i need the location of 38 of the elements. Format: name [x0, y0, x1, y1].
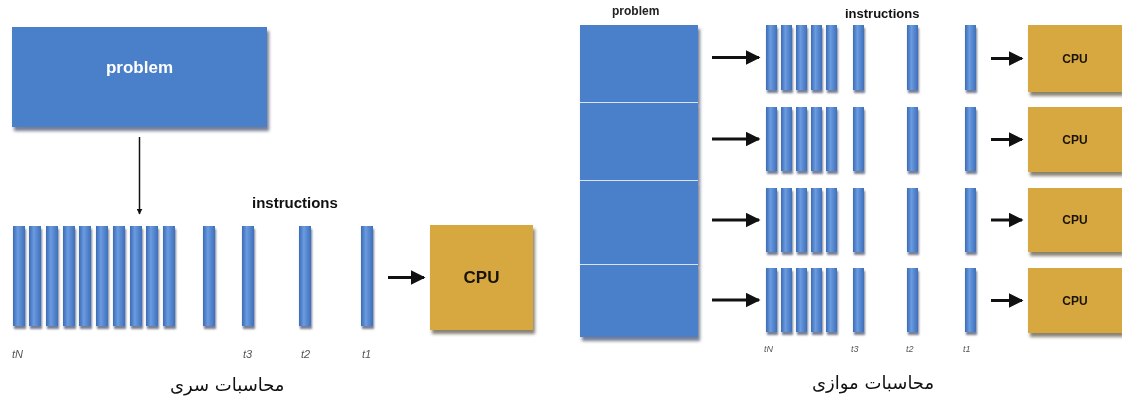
- time-step-label: t3: [851, 344, 859, 354]
- cpu-box: CPU: [1028, 107, 1122, 172]
- arrow: [712, 292, 761, 308]
- arrow: [712, 131, 761, 147]
- cpu-box: CPU: [430, 225, 533, 330]
- heading-label: instructions: [252, 194, 338, 211]
- time-step-label: t1: [963, 344, 971, 354]
- time-step-label: t3: [243, 348, 253, 360]
- time-step-label: tN: [764, 344, 773, 354]
- instruction-bars: [12, 226, 374, 326]
- time-step-label: t1: [362, 348, 372, 360]
- problem-part: [580, 180, 698, 264]
- arrow: [991, 293, 1024, 308]
- instruction-bars: [765, 107, 977, 171]
- time-step-label: t2: [301, 348, 311, 360]
- instruction-bars: [765, 268, 977, 332]
- caption: محاسبات سری: [170, 374, 285, 395]
- arrow: [991, 51, 1024, 66]
- cpu-box: CPU: [1028, 25, 1122, 92]
- arrow: [712, 212, 761, 228]
- heading-label: instructions: [845, 6, 920, 21]
- problem-box: problem: [12, 27, 267, 127]
- problem-part: [580, 102, 698, 180]
- panel-heading: problem: [612, 4, 660, 18]
- arrow: [991, 132, 1024, 147]
- cpu-box: CPU: [1028, 268, 1122, 333]
- cpu-box: CPU: [1028, 188, 1122, 252]
- time-step-label: tN: [12, 348, 23, 360]
- problem-part: [580, 264, 698, 337]
- caption: محاسبات موازی: [812, 372, 935, 393]
- time-step-label: t2: [906, 344, 914, 354]
- problem-part: [580, 25, 698, 102]
- arrow: [712, 50, 761, 65]
- instruction-bars: [765, 25, 977, 90]
- instruction-bars: [765, 188, 977, 252]
- arrow: [991, 212, 1024, 228]
- arrow: [388, 270, 426, 285]
- arrow: [136, 136, 143, 215]
